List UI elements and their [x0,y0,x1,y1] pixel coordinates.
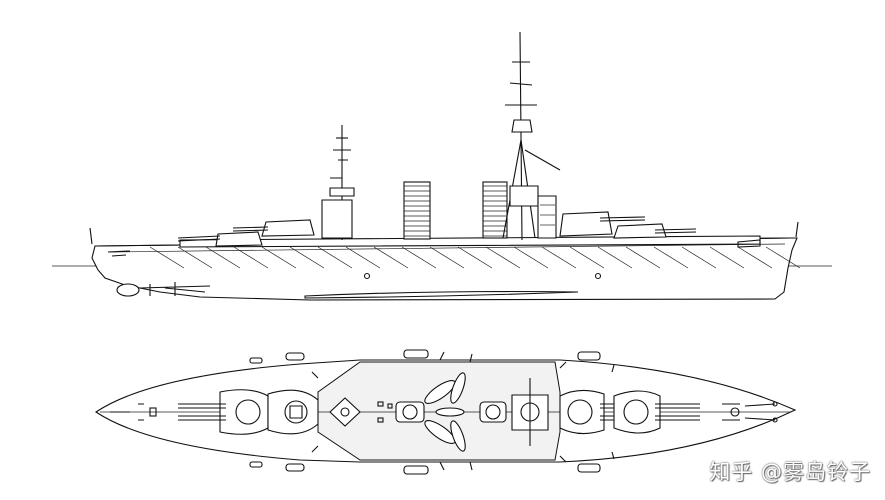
turret-plan-x [178,389,269,435]
stern-plan-details [110,403,157,421]
propeller-shaft [139,282,211,296]
porthole [363,272,371,280]
fore-turret-a [613,223,697,239]
hatch-line [345,246,381,269]
stern-flagstaff [89,227,93,245]
bridge-plan [511,378,549,446]
hatch-line [149,246,185,269]
secondary-guns [311,351,615,471]
aft-mast [321,125,355,240]
deck-fittings [377,401,393,423]
hatch-line [541,246,577,269]
aft-turret-y [232,219,315,237]
bow-jackstaff [795,221,799,238]
aft-turret-x [177,231,263,247]
hatch-line [653,246,689,269]
hatch-line [681,246,717,269]
hatch-line [373,246,409,269]
stern-details [107,250,131,257]
hatch-line [233,246,269,269]
turret-plan-a [613,390,700,434]
hatch-line [513,246,549,269]
watermark-text: 知乎 @雾岛铃子 [709,460,871,484]
fore-mast [502,31,561,241]
boat-rack [424,372,466,452]
hatch-line [569,246,605,269]
funnel-plan-aft [479,401,507,423]
propeller-icon [116,283,140,297]
hatch-line [737,246,773,269]
sheer-line [109,243,786,253]
anchor-gear [722,401,778,423]
hatch-line [205,246,241,269]
hatch-line [709,246,745,269]
hatch-line [429,246,465,269]
hatch-line [289,246,325,269]
hatch-line [485,246,521,269]
hatch-line [317,246,353,269]
belt-hatching [149,246,801,269]
hatch-line [625,246,661,269]
fore-turret-b [559,211,646,237]
turret-plan-y [267,389,319,435]
boats [249,349,601,475]
side-profile [52,31,832,301]
plan-view [95,349,797,475]
hull-side [91,237,798,301]
bilge-keel [304,290,579,299]
hatch-line [597,246,633,269]
hatch-line [401,246,437,269]
funnel-fore [403,181,431,240]
porthole [594,272,602,280]
funnel-plan-fore [395,401,425,423]
hatch-line [261,246,297,269]
hatch-line [457,246,493,269]
hatch-line [765,246,801,269]
funnel-aft [482,181,508,239]
hatch-line [177,246,213,269]
anchor-hawse [737,239,761,248]
aft-mast-plan [329,397,361,427]
